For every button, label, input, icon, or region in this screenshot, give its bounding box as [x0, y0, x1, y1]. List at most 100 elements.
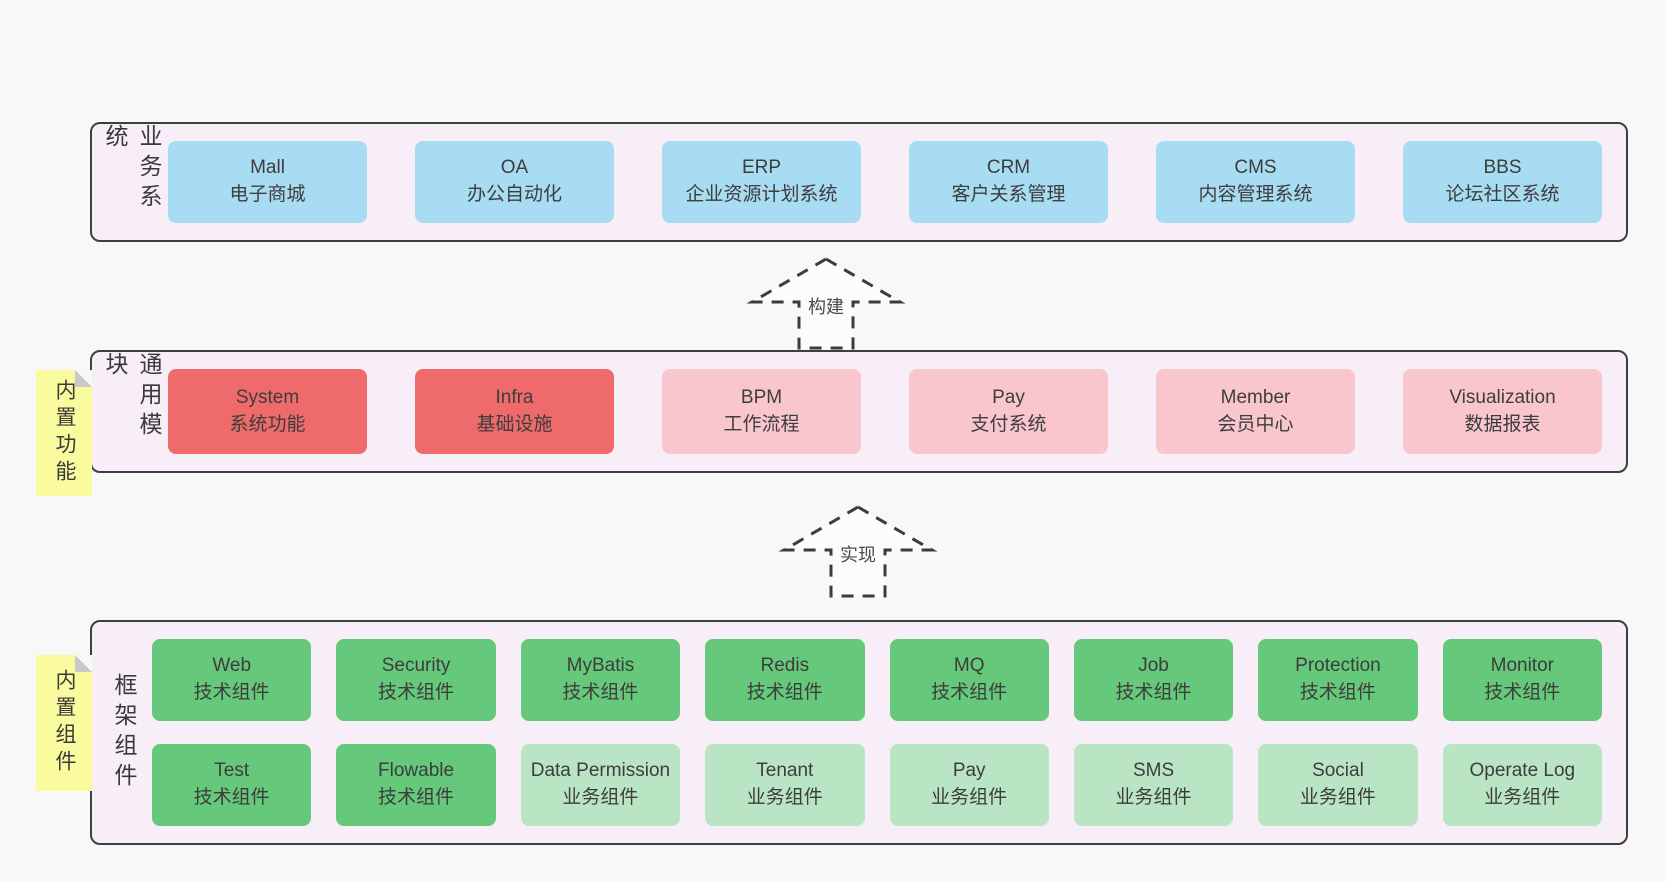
component-name: Test [214, 760, 250, 782]
component-box-oa: OA 办公自动化 [415, 141, 614, 223]
component-box-data-permission: Data Permission 业务组件 [520, 744, 681, 826]
sticky-note-built-in-components: 内置组件 [36, 655, 92, 791]
component-name: BBS [1483, 157, 1522, 179]
business-systems-boxes: Mall 电子商城 OA 办公自动化 ERP 企业资源计划系统 CRM 客户关系管理 CMS 内容… [166, 124, 1626, 240]
component-box-flowable: Flowable 技术组件 [336, 744, 496, 826]
component-desc: 论坛社区系统 [1445, 184, 1560, 205]
sticky-note-label: 内置组件 [53, 669, 76, 777]
component-box-crm: CRM 客户关系管理 [909, 141, 1108, 223]
component-desc: 内容管理系统 [1198, 184, 1313, 205]
component-desc: 技术组件 [1299, 682, 1376, 703]
layer-label-common-modules: 通用模块 [102, 352, 162, 442]
component-name: CMS [1234, 157, 1277, 179]
implement-arrow-label: 实现 [837, 540, 879, 568]
component-desc: 技术组件 [562, 682, 639, 703]
component-name: Web [212, 655, 252, 677]
component-name: OA [500, 157, 529, 179]
component-desc: 技术组件 [1484, 682, 1561, 703]
build-arrow: 构建 [746, 256, 906, 352]
component-name: CRM [986, 157, 1031, 179]
component-box-visualization: Visualization 数据报表 [1403, 369, 1602, 454]
component-box-test: Test 技术组件 [152, 744, 312, 826]
build-arrow-label: 构建 [805, 292, 847, 320]
component-name: Mall [250, 157, 285, 179]
component-desc: 支付系统 [970, 413, 1047, 435]
component-name: Protection [1295, 655, 1381, 677]
component-desc: 技术组件 [378, 787, 455, 808]
component-name: ERP [741, 157, 782, 179]
component-desc: 会员中心 [1217, 413, 1294, 435]
component-name: Tenant [756, 760, 814, 782]
component-desc: 电子商城 [229, 184, 306, 205]
component-box-operate-log: Operate Log 业务组件 [1442, 744, 1602, 826]
sticky-note-built-in-features: 内置功能 [36, 370, 92, 496]
component-name: Visualization [1449, 386, 1556, 408]
component-box-infra: Infra 基础设施 [415, 369, 614, 454]
component-name: Flowable [378, 760, 455, 782]
common-modules-boxes: System 系统功能 Infra 基础设施 BPM 工作流程 Pay 支付系统 Member 会… [166, 352, 1626, 471]
component-box-cms: CMS 内容管理系统 [1156, 141, 1355, 223]
component-name: Social [1312, 760, 1364, 782]
component-desc: 技术组件 [378, 682, 455, 703]
component-box-job: Job 技术组件 [1073, 639, 1234, 721]
component-desc: 业务组件 [931, 787, 1008, 808]
component-name: Pay [952, 760, 986, 782]
component-desc: 基础设施 [476, 413, 553, 435]
layer-business-systems: 业务系统 Mall 电子商城 OA 办公自动化 ERP 企业资源计划系统 CRM 客户关系管理… [90, 122, 1628, 242]
component-box-erp: ERP 企业资源计划系统 [662, 141, 861, 223]
component-box-protection: Protection 技术组件 [1258, 639, 1418, 721]
component-box-mybatis: MyBatis 技术组件 [520, 639, 681, 721]
component-name: BPM [740, 386, 783, 408]
component-name: SMS [1132, 760, 1175, 782]
sticky-note-label: 内置功能 [53, 379, 76, 487]
component-desc: 业务组件 [562, 787, 639, 808]
component-box-mall: Mall 电子商城 [168, 141, 367, 223]
component-desc: 数据报表 [1464, 413, 1541, 435]
component-box-tenant: Tenant 业务组件 [705, 744, 865, 826]
component-name: Data Permission [530, 760, 671, 782]
layer-label-business-systems: 业务系统 [102, 124, 162, 214]
component-desc: 技术组件 [746, 682, 823, 703]
component-name: Security [381, 655, 451, 677]
component-name: MyBatis [566, 655, 635, 677]
component-name: Pay [992, 386, 1025, 408]
component-name: Infra [495, 386, 534, 408]
component-box-system: System 系统功能 [168, 369, 367, 454]
layer-label-framework-components: 框架组件 [111, 672, 137, 793]
component-desc: 技术组件 [193, 682, 270, 703]
component-box-member: Member 会员中心 [1156, 369, 1355, 454]
component-name: Monitor [1490, 655, 1554, 677]
component-desc: 业务组件 [1484, 787, 1561, 808]
component-box-security: Security 技术组件 [336, 639, 496, 721]
component-box-redis: Redis 技术组件 [705, 639, 865, 721]
component-desc: 系统功能 [229, 413, 306, 435]
layer-common-modules: 通用模块 System 系统功能 Infra 基础设施 BPM 工作流程 Pay 支付系统 Me… [90, 350, 1628, 473]
component-name: Job [1138, 655, 1169, 677]
component-box-mq: MQ 技术组件 [889, 639, 1049, 721]
component-box-web: Web 技术组件 [152, 639, 312, 721]
component-name: Member [1220, 386, 1291, 408]
component-name: MQ [953, 655, 985, 677]
component-desc: 工作流程 [723, 413, 800, 435]
component-box-pay: Pay 业务组件 [889, 744, 1049, 826]
component-desc: 业务组件 [746, 787, 823, 808]
component-desc: 企业资源计划系统 [685, 184, 838, 205]
component-desc: 技术组件 [1115, 682, 1192, 703]
component-desc: 技术组件 [931, 682, 1008, 703]
component-name: System [235, 386, 300, 408]
component-name: Redis [760, 655, 810, 677]
component-desc: 技术组件 [193, 787, 270, 808]
component-box-sms: SMS 业务组件 [1073, 744, 1234, 826]
component-desc: 客户关系管理 [951, 184, 1066, 205]
component-box-pay: Pay 支付系统 [909, 369, 1108, 454]
component-box-bpm: BPM 工作流程 [662, 369, 861, 454]
component-desc: 业务组件 [1115, 787, 1192, 808]
component-desc: 办公自动化 [466, 184, 562, 205]
component-name: Operate Log [1469, 760, 1576, 782]
component-desc: 业务组件 [1299, 787, 1376, 808]
